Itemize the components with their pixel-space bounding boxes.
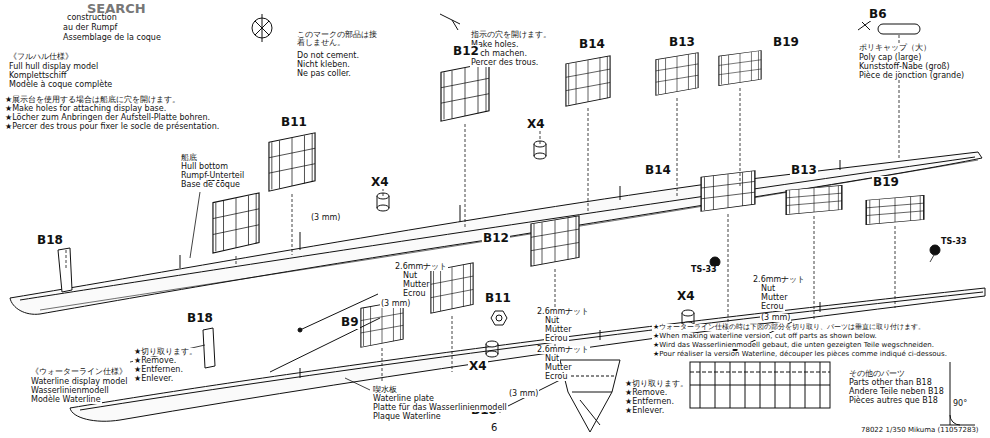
waterline-hull: [70, 288, 985, 421]
instruction-text: ★Wird das Wasserlinienmodell gebaut, die…: [652, 342, 935, 349]
instruction-text: ★Enlever.: [133, 375, 174, 383]
part-number: B14: [578, 38, 606, 51]
part-number: X4: [468, 360, 488, 373]
instruction-text: Kunststoff-Nabe (groß): [858, 63, 951, 71]
instruction-text: 2.6mmナット: [752, 276, 806, 284]
part-number: B13: [790, 164, 818, 177]
instruction-text: construction: [66, 14, 118, 22]
part-number: X4: [370, 176, 390, 189]
instruction-text: 喫水板: [372, 386, 398, 394]
instruction-text: ★Percer des trous pour fixer le socle de…: [4, 123, 220, 131]
instruction-text: Poly cap (large): [858, 54, 922, 62]
instruction-text: 78022 1/350 Mikuma (11057283): [860, 427, 980, 434]
instruction-text: Assemblage de la coque: [62, 34, 162, 42]
instruction-text: Waterline plate: [372, 395, 435, 403]
instruction-text: 2.6mmナット: [394, 263, 448, 271]
instruction-text: Nut: [760, 285, 776, 293]
instruction-text: Percer des trous.: [470, 59, 539, 67]
part-number: B11: [484, 292, 512, 305]
part-number: X4: [526, 118, 546, 131]
instruction-text: 90°: [952, 400, 968, 408]
instruction-text: ★When making waterline version, cut off …: [652, 333, 878, 340]
instruction-text: 6: [490, 423, 498, 434]
part-number: TS-33: [940, 238, 968, 246]
instruction-text: 《ウォーターライン仕様》: [30, 368, 128, 376]
instruction-text: Rumpf-Unterteil: [180, 172, 245, 180]
leader-lines: [130, 192, 934, 390]
instruction-text: ★切り取ります。: [133, 348, 198, 356]
instruction-text: ★Pour réaliser la version Waterline, déc…: [652, 351, 948, 358]
instruction-text: Nut: [544, 317, 560, 325]
instruction-text: Nicht kleben.: [296, 61, 351, 69]
part-number: TS-33: [690, 266, 718, 274]
instruction-text: 2.6mmナット: [536, 346, 590, 354]
instruction-text: Wasserlinienmodell: [30, 387, 110, 395]
instruction-text: Mutter: [760, 294, 788, 302]
instruction-text: Mutter: [402, 281, 430, 289]
instruction-text: Komplettschiff: [8, 72, 67, 80]
instruction-text: Modèle à coque complète: [8, 81, 113, 89]
instruction-text: Hull bottom: [180, 163, 229, 171]
part-number: B19: [772, 36, 800, 49]
instruction-text: Ecrou: [544, 373, 569, 381]
instruction-text: Plaque Waterline: [372, 413, 442, 421]
instruction-text: ポリキャップ（大）: [858, 44, 932, 52]
instruction-text: Mutter: [544, 364, 572, 372]
instruction-text: その他のパーツ: [848, 370, 906, 378]
instruction-text: Pièce de jonction (grande): [858, 72, 965, 80]
instruction-text: 2.6mmナット: [536, 308, 590, 316]
instruction-text: Do not cement.: [296, 52, 360, 60]
bulkhead-parts: [213, 51, 924, 348]
instruction-text: au der Rumpf: [62, 24, 118, 32]
small-parts: [58, 24, 940, 368]
part-number: B18: [186, 312, 214, 325]
instruction-text: Waterline display model: [30, 378, 129, 386]
instruction-text: ★Remove.: [624, 389, 668, 397]
instruction-text: ★展示台を使用する場合は船底に穴を開けます。: [4, 96, 181, 104]
instruction-text: Base de coque: [180, 181, 241, 189]
instruction-text: Full hull display model: [8, 63, 99, 71]
part-number: B9: [340, 316, 360, 329]
part-number: B18: [36, 234, 64, 247]
instruction-text: (3 mm): [508, 390, 539, 398]
instruction-text: Platte für das Wasserlinienmodell: [372, 404, 508, 412]
instruction-text: Pièces autres que B18: [848, 397, 939, 405]
instruction-text: Andere Teile neben B18: [848, 388, 945, 396]
instruction-text: ★Make holes for attaching display base.: [4, 105, 167, 113]
instruction-text: Ecrou: [544, 335, 569, 343]
instruction-text: ★Löcher zum Anbringen der Aufstell-Platt…: [4, 114, 211, 122]
part-number: X4: [676, 290, 696, 303]
instruction-text: Mutter: [544, 326, 572, 334]
instruction-text: ★切り取ります。: [624, 380, 689, 388]
instruction-text: Modèle Waterline: [30, 396, 102, 404]
part-number: B12: [482, 232, 510, 245]
instruction-text: ★ウォーターライン仕様の時は下図の部分を切り取り、パーツは垂直に取り付けます。: [652, 324, 926, 331]
instruction-text: ★Entfernen.: [133, 366, 184, 374]
instruction-text: Ecrou: [402, 290, 427, 298]
instruction-text: このマークの部品は接着しません。: [296, 31, 378, 48]
instruction-text: 《フルハル仕様》: [8, 53, 74, 61]
instruction-text: (3 mm): [760, 314, 791, 322]
instruction-text: ★Remove.: [133, 357, 177, 365]
full-hull: [10, 141, 982, 314]
part-number: B6: [868, 8, 888, 21]
part-number: B12: [452, 45, 480, 58]
instruction-text: (3 mm): [310, 214, 341, 222]
instruction-text: Ecrou: [760, 303, 785, 311]
part-number: B19: [872, 176, 900, 189]
instruction-text: Parts other than B18: [848, 379, 933, 387]
waterline-details: [560, 360, 975, 432]
part-number: B11: [280, 116, 308, 129]
part-number: B13: [668, 36, 696, 49]
instruction-text: ★Entfernen.: [624, 398, 675, 406]
instruction-text: Ne pas coller.: [296, 70, 352, 78]
instruction-text: Nut: [544, 355, 560, 363]
instruction-text: 指示の穴を開けます。: [470, 31, 552, 39]
instruction-text: (3 mm): [380, 300, 411, 308]
part-number: B14: [644, 164, 672, 177]
instruction-text: ★Enlever.: [624, 407, 665, 415]
instruction-text: Nut: [402, 272, 418, 280]
instruction-text: 船底: [180, 154, 198, 162]
